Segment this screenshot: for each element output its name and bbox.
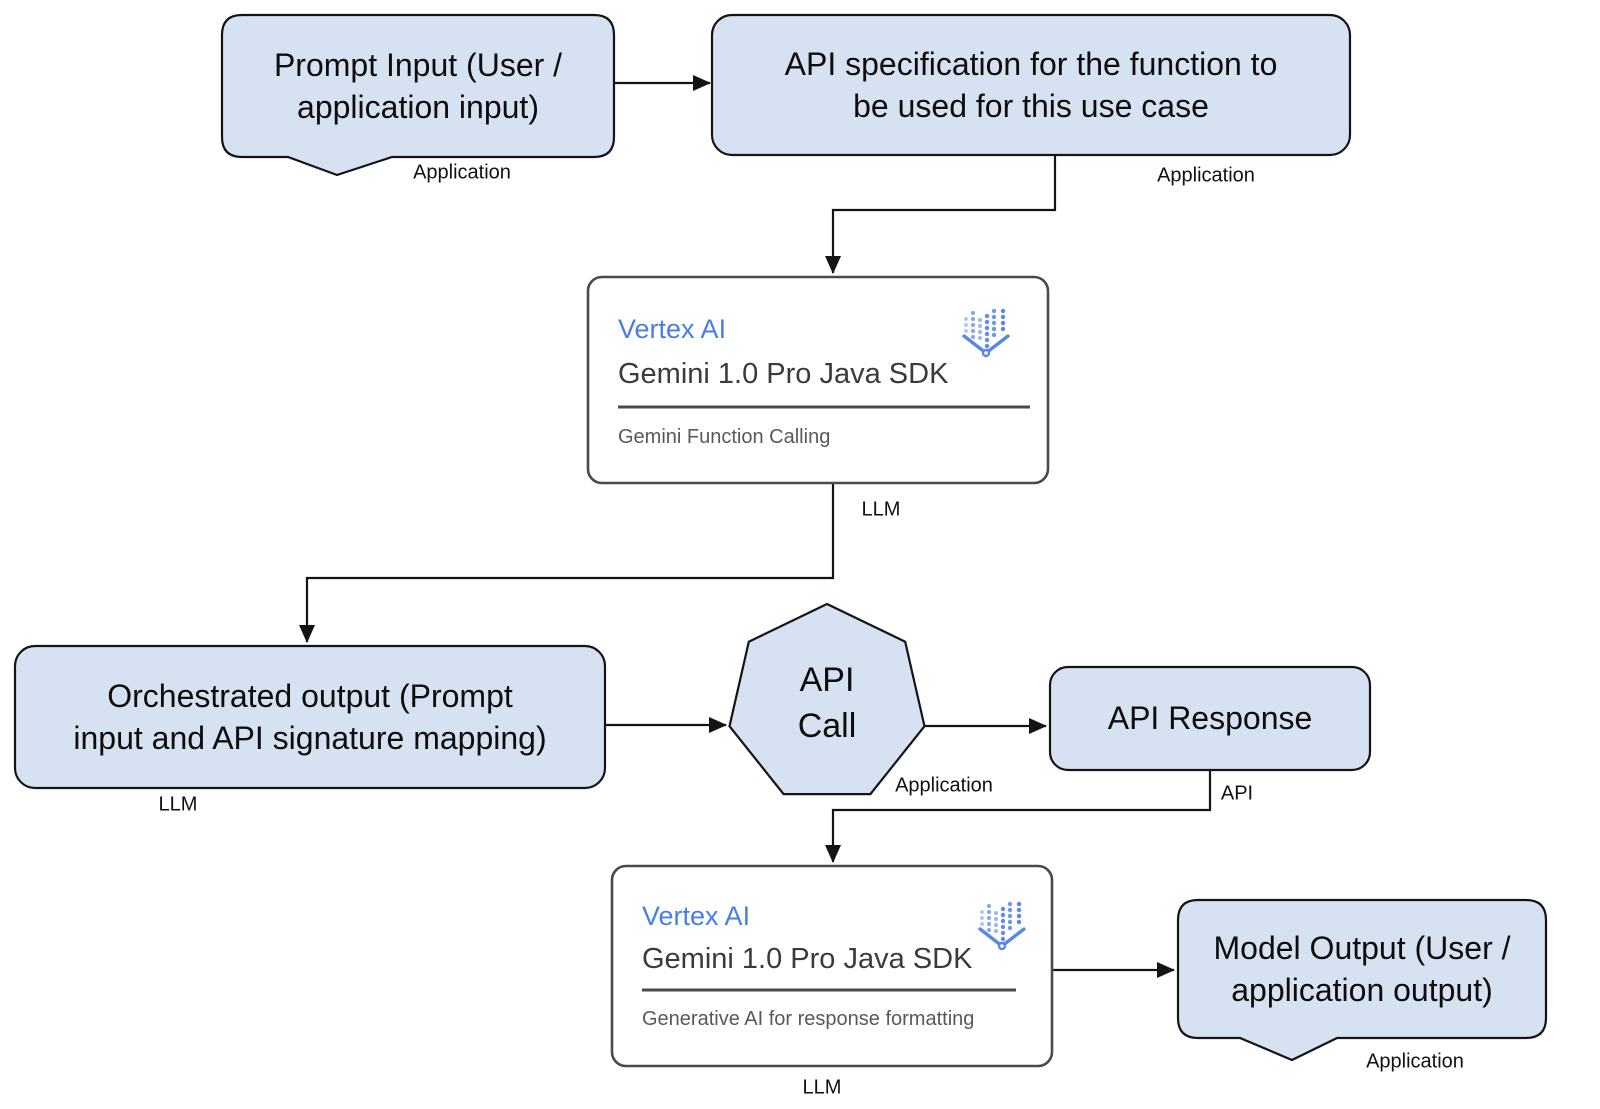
tag-llm: LLM	[802, 1076, 842, 1099]
arrow-sdk1-to-orchestrated	[299, 483, 835, 643]
tag-application: Application	[1157, 164, 1255, 187]
node-function-calling-card-shape	[586, 275, 1050, 485]
text-line: API	[799, 661, 855, 700]
node-prompt-input-label: Prompt Input (User / application input)	[222, 15, 614, 157]
text-line: Orchestrated output (Prompt	[107, 677, 513, 714]
text-line: API specification for the function to	[784, 45, 1278, 82]
arrow-apiresponse-to-sdk2	[825, 770, 1212, 863]
tag-llm: LLM	[861, 498, 901, 521]
text-line: input and API signature mapping)	[73, 720, 547, 756]
tag-application: Application	[895, 774, 993, 797]
node-prompt-input-shape	[220, 13, 616, 177]
tag-llm: LLM	[158, 793, 198, 816]
node-api-response-shape	[1048, 665, 1372, 772]
text-line: API Response	[1107, 700, 1313, 737]
card-note: Generative AI for response formatting	[642, 1008, 975, 1030]
node-orchestrated-output-label: Orchestrated output (Prompt input and AP…	[15, 646, 605, 788]
card-title: Vertex AI	[642, 901, 751, 931]
text-line: application input)	[297, 89, 539, 125]
tag-application: Application	[413, 161, 511, 184]
text-line: be used for this use case	[853, 88, 1209, 124]
node-api-call-label: API Call	[757, 648, 897, 760]
text-line: Model Output (User /	[1213, 929, 1511, 966]
vertex-ai-icon	[978, 901, 1026, 951]
node-api-spec-label: API specification for the function to be…	[712, 15, 1350, 155]
node-model-output-shape	[1176, 898, 1548, 1062]
card-note: Gemini Function Calling	[618, 426, 831, 448]
card-title: Vertex AI	[618, 314, 727, 344]
node-api-call-shape	[728, 602, 926, 796]
node-api-response-label: API Response	[1050, 667, 1370, 770]
vertex-ai-icon	[962, 308, 1010, 358]
node-api-spec-shape	[710, 13, 1352, 157]
card-subtitle: Gemini 1.0 Pro Java SDK	[642, 943, 973, 975]
node-response-formatting-card-shape	[610, 864, 1054, 1068]
arrow-apispec-to-sdk1	[825, 155, 1057, 274]
tag-application: Application	[1366, 1050, 1464, 1073]
text-line: Call	[797, 707, 857, 745]
tag-api: API	[1220, 782, 1254, 805]
card-subtitle: Gemini 1.0 Pro Java SDK	[618, 358, 949, 390]
text-line: Prompt Input (User /	[273, 46, 563, 83]
node-orchestrated-output-shape	[13, 644, 607, 790]
node-model-output-label: Model Output (User / application output)	[1178, 900, 1546, 1038]
text-line: application output)	[1231, 972, 1493, 1008]
